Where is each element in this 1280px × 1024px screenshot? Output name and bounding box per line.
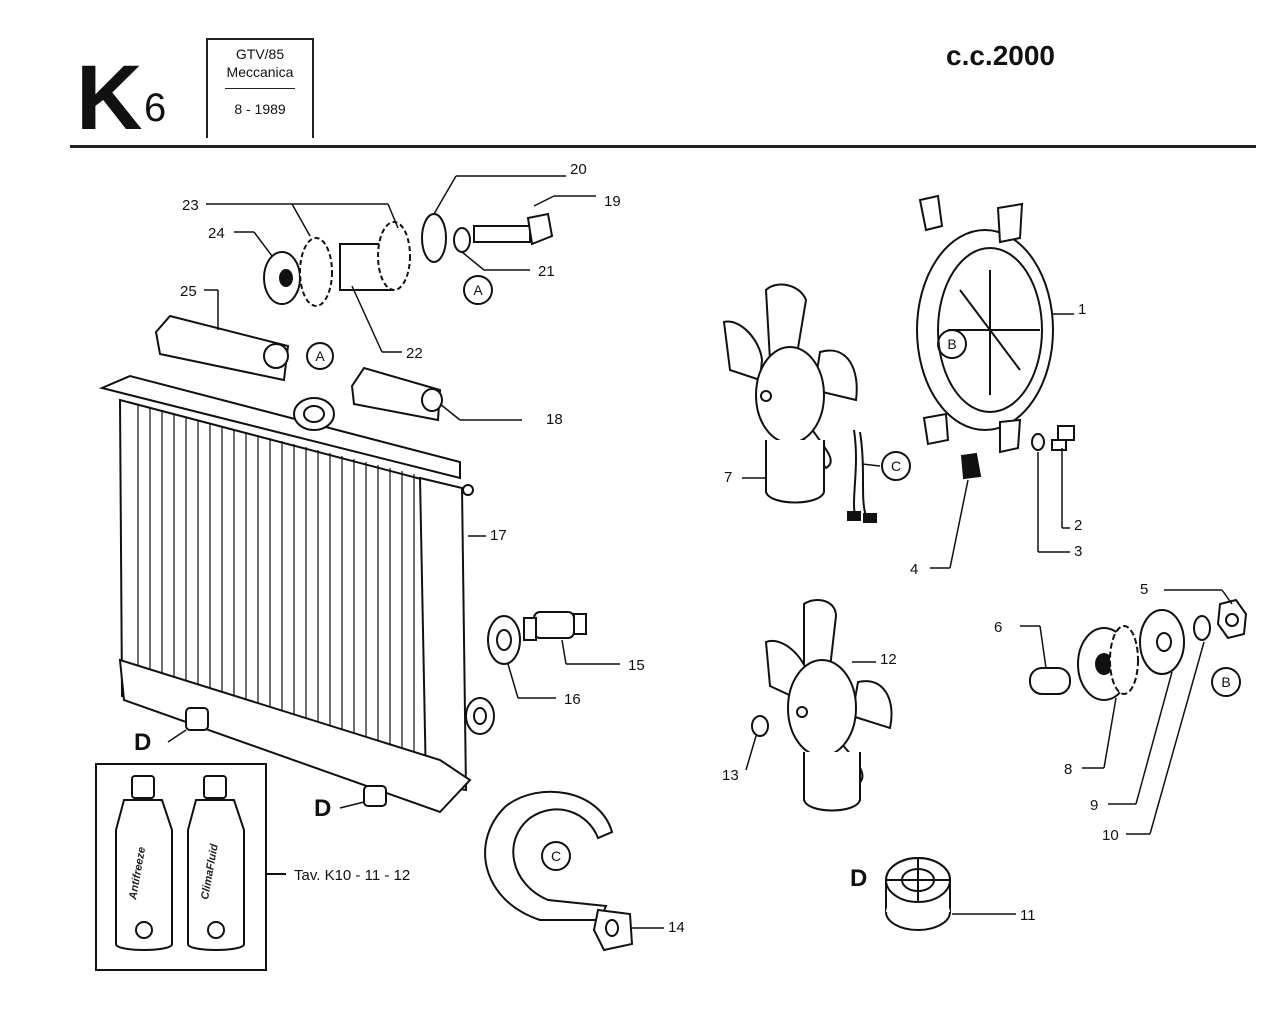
rubber-block-11-drawing xyxy=(885,857,951,931)
callout-12: 12 xyxy=(880,651,897,668)
callout-18: 18 xyxy=(546,411,563,428)
date-label: 8 - 1989 xyxy=(234,101,286,117)
callout-10: 10 xyxy=(1102,827,1119,844)
model-label: GTV/85 xyxy=(235,46,285,62)
ref-letter-d-bottom: D xyxy=(314,795,331,822)
callout-13: 13 xyxy=(722,767,739,784)
bottle-right-drawing xyxy=(187,775,245,951)
callout-9: 9 xyxy=(1090,797,1098,814)
fan-7-drawing xyxy=(722,283,877,523)
bottle-left-drawing xyxy=(115,775,173,951)
callout-16: 16 xyxy=(564,691,581,708)
ref-letter-b-mount: B xyxy=(1221,674,1230,690)
callout-17: 17 xyxy=(490,527,507,544)
ref-circle-a-pad xyxy=(306,342,334,370)
mount-assembly xyxy=(263,212,554,307)
ref-circle-c-fan xyxy=(881,451,911,481)
rubber-pad-25 xyxy=(154,314,290,382)
callout-25: 25 xyxy=(180,283,197,300)
callout-15: 15 xyxy=(628,657,645,674)
ref-circle-a-top xyxy=(463,275,493,305)
coolant-reference-label: Tav. K10 - 11 - 12 xyxy=(294,867,410,884)
washer-3-drawing xyxy=(1031,433,1045,451)
callout-11: 11 xyxy=(1020,907,1036,924)
coolant-box xyxy=(95,763,267,971)
screw-2-drawing xyxy=(1051,425,1075,451)
model-info-box: GTV/85 Meccanica 8 - 1989 xyxy=(206,38,314,138)
callout-21: 21 xyxy=(538,263,555,280)
ref-letter-a-pad: A xyxy=(315,348,325,364)
clip-4-drawing xyxy=(960,452,982,480)
header-rule xyxy=(70,145,1256,148)
callout-labels: 1 2 3 4 5 6 7 8 9 10 11 12 13 14 15 16 1… xyxy=(180,161,1148,936)
section-letter: K xyxy=(76,47,142,149)
callout-23: 23 xyxy=(182,197,199,214)
callout-6: 6 xyxy=(994,619,1002,636)
group-label: Meccanica xyxy=(226,64,294,80)
mount-parts-right xyxy=(1029,598,1248,701)
callout-3: 3 xyxy=(1074,543,1082,560)
ref-letter-a-top: A xyxy=(473,282,483,298)
ref-letter-d-left: D xyxy=(134,729,151,756)
ref-circle-c-strap xyxy=(541,841,571,871)
callout-2: 2 xyxy=(1074,517,1082,534)
section-number: 6 xyxy=(144,86,167,130)
callout-7: 7 xyxy=(724,469,732,486)
reference-letters: A A B B C C D D D xyxy=(134,282,1231,892)
callout-5: 5 xyxy=(1140,581,1148,598)
callout-24: 24 xyxy=(208,225,225,242)
ref-circle-b-mount xyxy=(1211,667,1241,697)
ref-letter-c-strap: C xyxy=(551,848,561,864)
washer-16-drawing xyxy=(487,615,521,665)
ref-letter-d-block: D xyxy=(850,865,867,892)
callout-4: 4 xyxy=(910,561,918,578)
callout-8: 8 xyxy=(1064,761,1072,778)
displacement-label: c.c.2000 xyxy=(946,40,1055,71)
ref-letter-b-shroud: B xyxy=(947,336,956,352)
ref-circle-b-shroud xyxy=(937,329,967,359)
callout-20: 20 xyxy=(570,161,587,178)
radiator-drawing xyxy=(98,374,495,814)
strap-14-drawing xyxy=(484,790,634,952)
leader-lines xyxy=(167,175,1233,929)
sensor-15-drawing xyxy=(523,611,587,641)
rubber-pad-18 xyxy=(350,366,443,422)
callout-19: 19 xyxy=(604,193,621,210)
callout-1: 1 xyxy=(1078,301,1086,318)
box-divider xyxy=(225,88,295,89)
callout-22: 22 xyxy=(406,345,423,362)
fan-12-drawing xyxy=(751,599,893,812)
callout-14: 14 xyxy=(668,919,685,936)
fan-shroud xyxy=(916,194,1054,454)
ref-letter-c-fan: C xyxy=(891,458,901,474)
